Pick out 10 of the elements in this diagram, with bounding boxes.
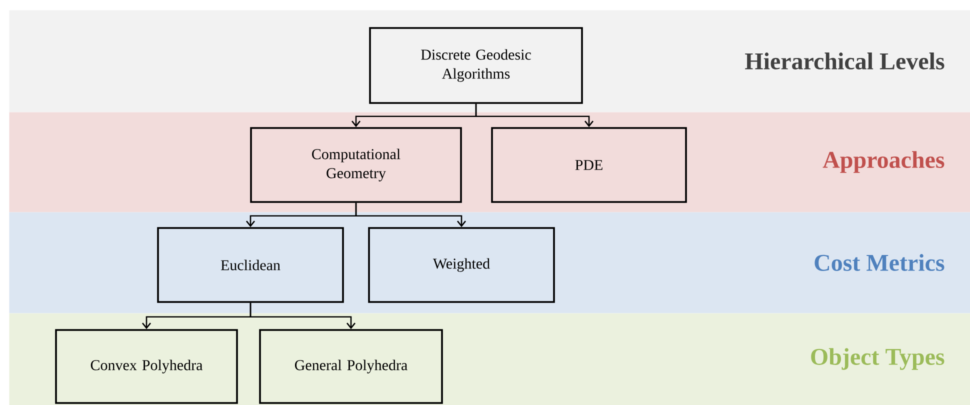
connector-arrow	[355, 202, 466, 228]
category-box: Euclidean	[157, 227, 344, 303]
category-box: General Polyhedra	[259, 329, 443, 404]
category-box: PDE	[491, 127, 687, 203]
category-box: Discrete Geodesic Algorithms	[369, 27, 583, 104]
category-box: Convex Polyhedra	[55, 329, 238, 404]
category-box: Computational Geometry	[250, 127, 462, 203]
connector-arrow	[250, 302, 356, 330]
category-box: Weighted	[368, 227, 555, 303]
connector-arrow	[475, 104, 594, 128]
